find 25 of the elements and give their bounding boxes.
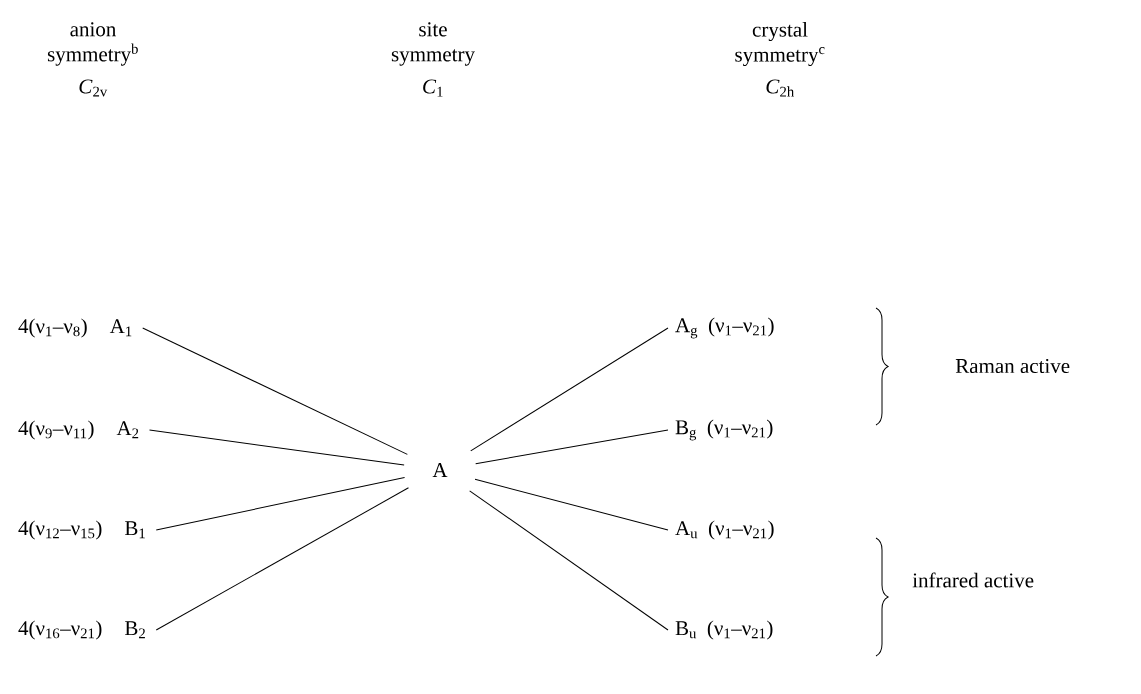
symmetry-label: 4(ν$_{12}$–ν$_{15}$) B$_{1}$	[18, 520, 145, 540]
activity-label: Raman active	[955, 358, 1070, 374]
symmetry-label: B$_{g}$ (ν$_{1}$–ν$_{21}$)	[675, 419, 773, 441]
correlation-line	[142, 327, 408, 455]
correlation-line	[470, 327, 669, 452]
column-heading: anion symmetry$^{b}$	[47, 22, 138, 66]
column-heading: crystal symmetry$^{c}$	[735, 21, 825, 67]
correlation-line	[155, 477, 406, 531]
correlation-line	[469, 490, 669, 631]
symmetry-label: 4(ν$_{16}$–ν$_{21}$) B$_{2}$	[18, 620, 145, 640]
symmetry-label: 4(ν$_{1}$–ν$_{8}$) A$_{1}$	[18, 318, 132, 338]
symmetry-label: A	[432, 463, 448, 477]
point-group: C$_{1}$	[423, 79, 443, 97]
symmetry-label: 4(ν$_{9}$–ν$_{11}$) A$_{2}$	[18, 420, 139, 440]
correlation-line	[149, 429, 405, 466]
column-heading: site symmetry	[391, 22, 475, 66]
symmetry-label: A$_{u}$ (ν$_{1}$–ν$_{21}$)	[675, 520, 774, 540]
correlation-line	[475, 429, 669, 465]
activity-label: infrared active	[912, 572, 1034, 588]
symmetry-label: B$_{u}$ (ν$_{1}$–ν$_{21}$)	[675, 620, 773, 640]
point-group: C$_{2v}$	[79, 79, 108, 97]
correlation-line	[155, 487, 409, 631]
symmetry-label: A$_{g}$ (ν$_{1}$–ν$_{21}$)	[675, 317, 774, 339]
point-group: C$_{2h}$	[766, 79, 794, 97]
correlation-line	[474, 478, 669, 531]
